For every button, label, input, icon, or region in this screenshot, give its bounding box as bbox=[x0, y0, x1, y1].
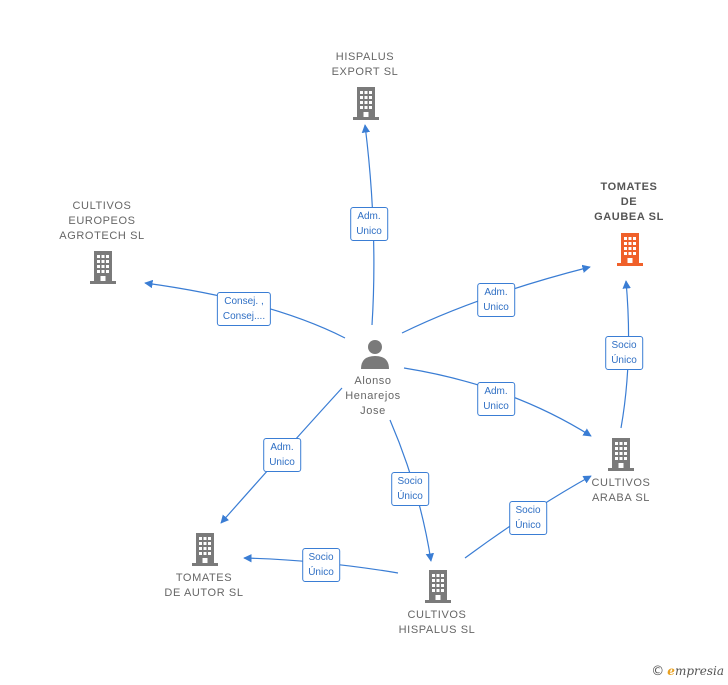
node-label-line: GAUBEA SL bbox=[594, 211, 664, 223]
copyright-symbol: © bbox=[651, 664, 665, 679]
edge-label-line: Unico bbox=[356, 226, 382, 237]
node-cultivos-araba[interactable]: CULTIVOS ARABA SL bbox=[592, 476, 651, 506]
edge-label-alonso-cultivos-hispalus[interactable]: Socio Único bbox=[391, 472, 429, 506]
edge-label-alonso-tomates-gaubea[interactable]: Adm. Unico bbox=[477, 283, 515, 317]
node-cultivos-europeos[interactable]: CULTIVOS EUROPEOS AGROTECH SL bbox=[59, 199, 144, 244]
edge-label-line: Unico bbox=[269, 457, 295, 468]
node-label-line: DE bbox=[620, 196, 638, 208]
node-label-line: TOMATES bbox=[175, 572, 233, 584]
brand-initial: e bbox=[667, 664, 675, 678]
node-label-line: DE AUTOR SL bbox=[164, 587, 244, 599]
node-label-line: TOMATES bbox=[600, 181, 658, 193]
node-label-line: Jose bbox=[360, 405, 386, 417]
node-tomates-autor[interactable]: TOMATES DE AUTOR SL bbox=[164, 571, 243, 601]
edge-label-line: Socio bbox=[515, 505, 541, 516]
node-label-line: CULTIVOS bbox=[72, 200, 132, 212]
node-tomates-gaubea[interactable]: TOMATES DE GAUBEA SL bbox=[594, 180, 664, 225]
node-label-line: Henarejos bbox=[345, 390, 401, 402]
edge-label-alonso-cultivos-europeos[interactable]: Consej. , Consej.... bbox=[216, 292, 272, 326]
edge-label-line: Adm. bbox=[270, 442, 294, 453]
node-cultivos-hispalus[interactable]: CULTIVOS HISPALUS SL bbox=[399, 608, 476, 638]
edge-label-line: Unico bbox=[483, 401, 509, 412]
person-icon bbox=[361, 340, 389, 369]
edge-label-line: Socio bbox=[397, 476, 423, 487]
edge-label-line: Único bbox=[515, 520, 541, 531]
edge-label-hispalus-tomates-autor[interactable]: Socio Único bbox=[302, 548, 340, 582]
brand-name: mpresia bbox=[674, 664, 724, 678]
edge-label-line: Único bbox=[397, 491, 423, 502]
edge-label-alonso-hispalus-export[interactable]: Adm. Unico bbox=[350, 207, 388, 241]
building-icon bbox=[608, 438, 634, 471]
node-label-line: EUROPEOS bbox=[68, 215, 136, 227]
edge-label-line: Adm. bbox=[484, 287, 508, 298]
edge-label-araba-tomates-gaubea[interactable]: Socio Único bbox=[605, 336, 643, 370]
empresia-watermark: ©empresia bbox=[651, 664, 724, 679]
node-hispalus-export[interactable]: HISPALUS EXPORT SL bbox=[332, 50, 399, 80]
edge-label-line: Adm. bbox=[357, 211, 381, 222]
node-label-line: CULTIVOS bbox=[591, 477, 651, 489]
building-icon bbox=[353, 87, 379, 120]
edge-label-line: Socio bbox=[308, 552, 334, 563]
building-icon bbox=[425, 570, 451, 603]
node-label-line: HISPALUS SL bbox=[398, 624, 476, 636]
node-label-line: CULTIVOS bbox=[407, 609, 467, 621]
edge-label-line: Consej. , bbox=[224, 296, 264, 307]
node-alonso[interactable]: Alonso Henarejos Jose bbox=[345, 374, 401, 419]
edge-label-line: Único bbox=[611, 355, 637, 366]
edge-label-line: Único bbox=[308, 567, 334, 578]
edge-label-line: Socio bbox=[611, 340, 637, 351]
edge-label-alonso-tomates-autor[interactable]: Adm. Unico bbox=[263, 438, 301, 472]
building-icon bbox=[90, 251, 116, 284]
building-icon-highlight bbox=[617, 233, 643, 266]
building-icon bbox=[192, 533, 218, 566]
node-label-line: Alonso bbox=[354, 375, 392, 387]
node-label-line: AGROTECH SL bbox=[59, 230, 145, 242]
edge-label-line: Unico bbox=[483, 302, 509, 313]
node-label-line: ARABA SL bbox=[592, 492, 650, 504]
edge-label-line: Adm. bbox=[484, 386, 508, 397]
edge-label-alonso-cultivos-araba[interactable]: Adm. Unico bbox=[477, 382, 515, 416]
edge-label-line: Consej.... bbox=[222, 311, 266, 322]
edge-label-hispalus-cultivos-araba[interactable]: Socio Único bbox=[509, 501, 547, 535]
node-label-line: EXPORT SL bbox=[331, 66, 399, 78]
node-label-line: HISPALUS bbox=[335, 51, 395, 63]
